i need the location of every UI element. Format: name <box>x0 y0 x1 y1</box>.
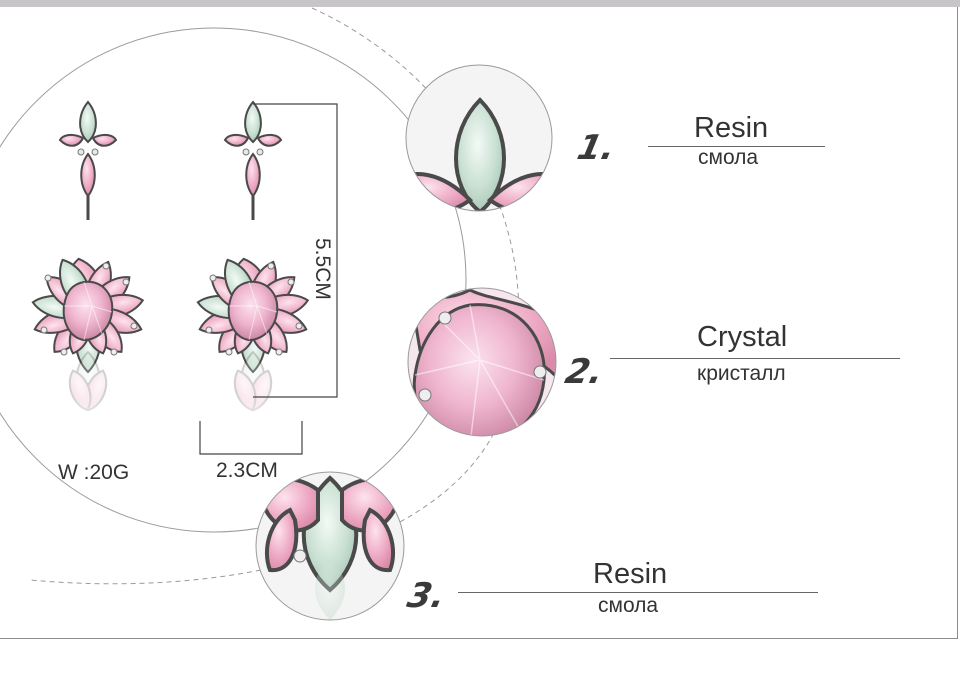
material-name-ru-1: смола <box>698 146 759 169</box>
material-name-2: Crystal <box>697 321 788 353</box>
height-bracket <box>253 103 338 398</box>
material-name-3: Resin <box>593 558 668 590</box>
material-rule-3 <box>458 592 818 593</box>
material-name-ru-3: смола <box>598 594 659 617</box>
product-circle <box>0 27 467 533</box>
earring-left <box>26 100 150 439</box>
detail-circle-2 <box>407 287 557 437</box>
height-label: 5.5CM <box>311 238 334 300</box>
width-label: 2.3CM <box>216 459 278 482</box>
earring-right <box>191 100 315 439</box>
product-frame <box>0 7 958 639</box>
material-rule-2 <box>610 358 900 359</box>
material-name-1: Resin <box>694 112 769 144</box>
detail-circle-3 <box>255 471 405 621</box>
material-rule-1 <box>648 146 825 147</box>
top-bar <box>0 0 960 7</box>
material-name-ru-2: кристалл <box>697 362 786 385</box>
weight-label: W :20G <box>58 461 130 484</box>
width-bracket <box>199 421 303 455</box>
